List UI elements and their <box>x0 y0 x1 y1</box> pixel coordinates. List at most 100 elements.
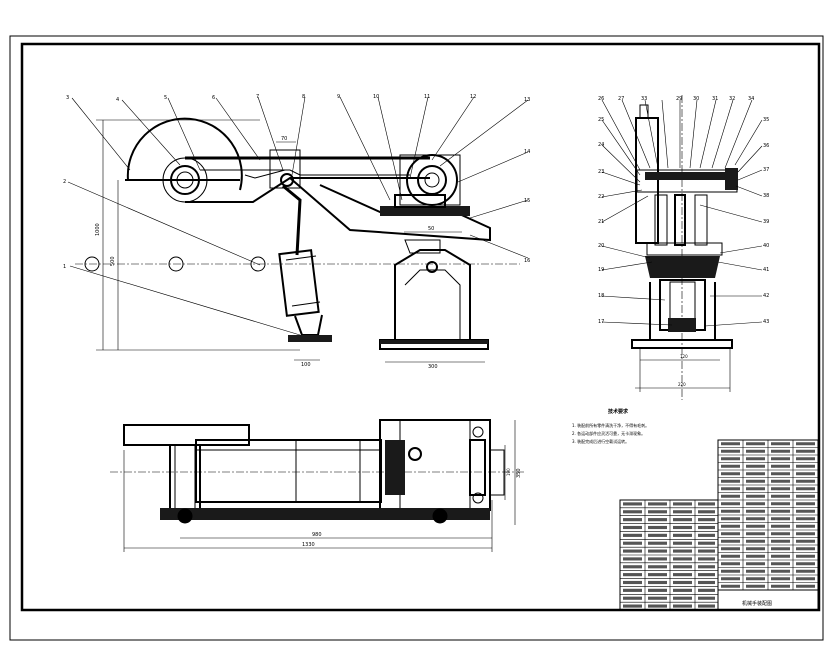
drive-pulley-core <box>424 172 440 188</box>
callout-label: 30 <box>693 96 699 102</box>
dim-value: 100 <box>301 362 311 368</box>
side-shaft-b <box>674 194 686 246</box>
dim-value: 50 <box>428 226 434 232</box>
parts-list-entry <box>698 510 715 514</box>
callout-label: 19 <box>598 267 604 273</box>
parts-list-entry <box>746 464 765 468</box>
motor-base <box>380 206 470 216</box>
callout-label: 29 <box>676 96 682 102</box>
parts-list-entry <box>698 502 715 506</box>
parts-list-entry <box>623 525 642 530</box>
parts-list-entry <box>648 525 667 530</box>
parts-list-entry <box>796 524 815 528</box>
callout-label: 24 <box>598 142 604 148</box>
side-view: 120 220 <box>598 95 769 400</box>
side-column-tip <box>639 104 649 118</box>
parts-list-entry <box>746 577 765 581</box>
parts-list-entry <box>746 487 765 491</box>
callout-label: 17 <box>598 319 604 325</box>
callout-label: 27 <box>618 96 624 102</box>
callout-label: 12 <box>470 94 476 100</box>
parts-list-entry <box>721 472 740 476</box>
notes-item: 1. 装配前所有零件清洗干净，不得有毛刺。 <box>572 423 650 428</box>
parts-list-entry <box>698 573 715 577</box>
parts-list-entry <box>771 524 790 528</box>
callout-label: 34 <box>748 96 754 102</box>
parts-list-entry <box>771 442 790 446</box>
parts-list-entry <box>746 457 765 461</box>
parts-list-entry <box>771 472 790 476</box>
disk-hub-inner <box>176 171 194 189</box>
side-gear-train <box>645 172 730 180</box>
parts-list-entry <box>746 442 765 446</box>
parts-list-entry <box>796 494 815 498</box>
side-coupling <box>668 318 696 332</box>
parts-list-entry <box>746 562 765 566</box>
callout-label: 8 <box>302 94 305 100</box>
parts-list-entry <box>796 554 815 558</box>
front-leaders <box>67 96 529 336</box>
parts-list-entry <box>721 502 740 506</box>
parts-list-entry <box>771 539 790 543</box>
notes-item: 3. 装配完成后进行空载试运转。 <box>572 439 630 444</box>
joint-pin <box>280 173 294 187</box>
parts-list-entry <box>721 532 740 536</box>
side-shaft-a <box>654 194 668 246</box>
pedestal-base-top <box>380 340 488 344</box>
parts-list-entry <box>771 569 790 573</box>
callout-label: 40 <box>763 243 769 249</box>
parts-list-entry <box>746 502 765 506</box>
parts-list-entry <box>721 577 740 581</box>
parts-list-entry <box>698 588 715 592</box>
parts-list-entry <box>771 487 790 491</box>
side-leaders <box>601 99 763 327</box>
parts-list-entry <box>648 596 667 600</box>
parts-list-entry <box>673 525 692 530</box>
parts-list-entry <box>721 457 740 461</box>
pedestal-body <box>394 249 471 341</box>
parts-list-entry <box>698 518 715 522</box>
cylinder-foot <box>288 335 332 342</box>
callout-label: 42 <box>763 293 769 299</box>
callout-label: 16 <box>524 258 530 264</box>
parts-list-entry <box>746 584 765 588</box>
parts-list-entry <box>698 596 715 600</box>
parts-list-entry <box>673 549 692 553</box>
callout-label: 43 <box>763 319 769 325</box>
callout-label: 32 <box>729 96 735 102</box>
side-flange <box>645 256 720 278</box>
callout-label: 11 <box>424 94 430 100</box>
parts-list-entry <box>746 509 765 513</box>
parts-list-entry <box>721 517 740 521</box>
arm-link <box>244 169 286 179</box>
outer-border <box>9 35 824 641</box>
parts-list-entry <box>673 541 692 545</box>
parts-list-entry <box>796 502 815 506</box>
top-head-inner <box>399 419 471 511</box>
parts-list-entry <box>673 580 692 585</box>
top-rail <box>160 508 490 520</box>
pedestal-inner <box>404 269 461 340</box>
top-wheel <box>177 508 193 524</box>
parts-list-entry <box>771 562 790 566</box>
side-shaft-c <box>694 194 708 246</box>
side-bearing <box>646 242 723 256</box>
callout-label: 3 <box>66 95 69 101</box>
parts-list-entry <box>721 569 740 573</box>
dim-value: 190 <box>506 468 511 476</box>
dim-value: 1000 <box>95 223 101 236</box>
notes-item: 2. 各运动部件应灵活可靠，无卡滞现象。 <box>572 431 646 436</box>
parts-list-entry <box>721 494 740 498</box>
parts-list-entry <box>796 532 815 536</box>
parts-list-rows <box>718 440 818 590</box>
parts-list-entry <box>698 565 715 569</box>
parts-list-entry <box>623 502 642 506</box>
top-gripper-plate <box>123 424 250 446</box>
parts-list-entry <box>648 549 667 553</box>
top-head-bolt <box>472 492 484 504</box>
front-callouts: 1 2 3 4 5 6 7 8 9 10 11 12 13 14 15 16 <box>63 94 530 270</box>
parts-list-entry <box>771 502 790 506</box>
parts-list-entry <box>796 517 815 521</box>
callout-label: 31 <box>712 96 718 102</box>
callout-label: 7 <box>256 94 259 100</box>
